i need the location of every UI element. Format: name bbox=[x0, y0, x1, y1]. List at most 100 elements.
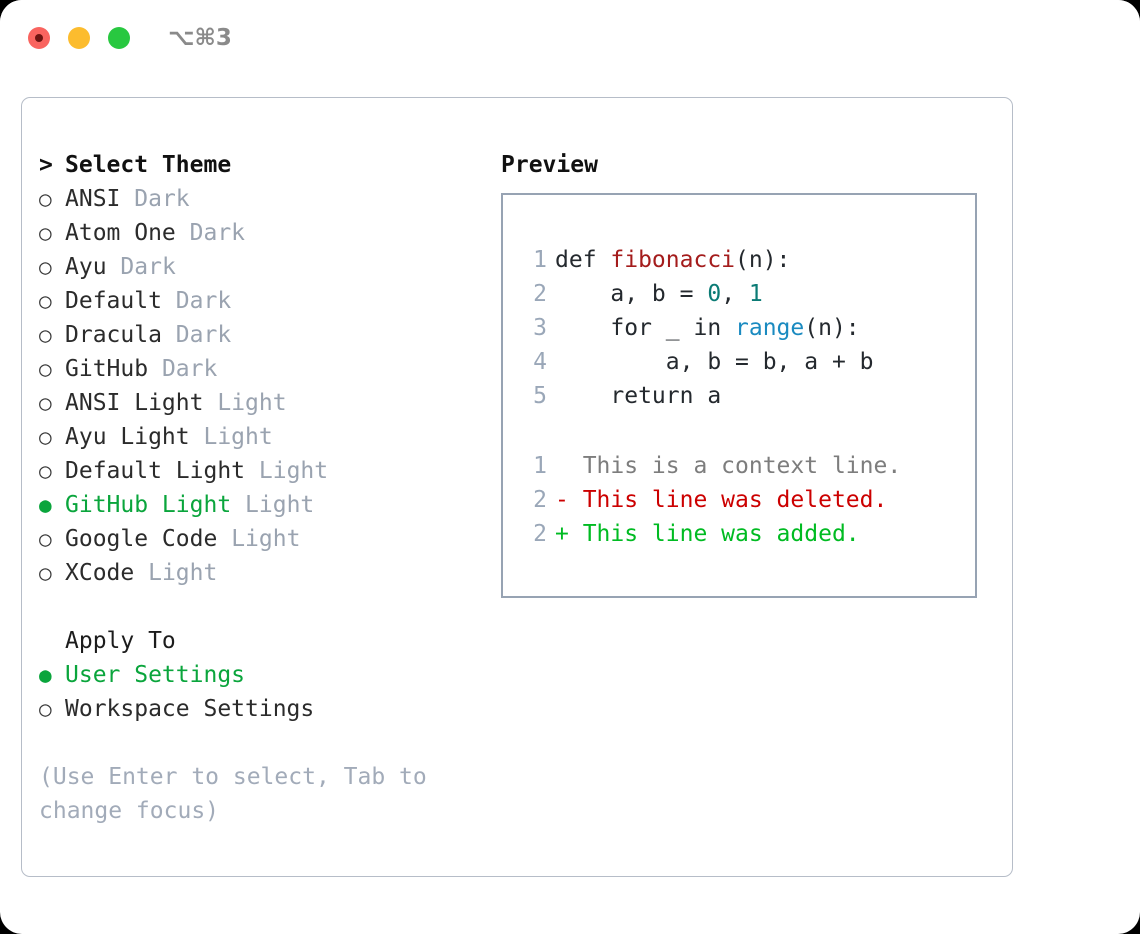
line-number: 5 bbox=[533, 383, 547, 409]
theme-item-default-light[interactable]: ○ Default Light Light bbox=[39, 454, 479, 488]
radio-icon[interactable]: ○ bbox=[39, 561, 52, 585]
theme-variant bbox=[162, 318, 176, 352]
theme-variant bbox=[148, 352, 162, 386]
traffic-light-buttons bbox=[28, 27, 130, 49]
theme-item-google-code[interactable]: ○ Google Code Light bbox=[39, 522, 479, 556]
theme-name: GitHub Light bbox=[65, 492, 232, 518]
theme-variant bbox=[120, 182, 134, 216]
radio-icon[interactable]: ○ bbox=[39, 357, 52, 381]
theme-item-dracula[interactable]: ○ Dracula Dark bbox=[39, 318, 479, 352]
theme-item-ansi-light[interactable]: ○ANSI Light Light bbox=[39, 386, 479, 420]
preview-heading: Preview bbox=[501, 152, 598, 178]
radio-icon[interactable]: ○ bbox=[39, 425, 52, 449]
title-bar: ⌥⌘3 bbox=[0, 0, 1140, 76]
theme-variant bbox=[190, 420, 204, 454]
diff-line-deleted: 2 - This line was deleted. bbox=[521, 483, 975, 517]
theme-item-ansi[interactable]: ○ ANSI Dark bbox=[39, 182, 479, 216]
diff-text: This is a context line. bbox=[555, 453, 902, 479]
code-token-number: 1 bbox=[748, 281, 763, 307]
theme-item-xcode[interactable]: ○ XCode Light bbox=[39, 556, 479, 590]
theme-variant-label: Dark bbox=[175, 288, 232, 314]
diff-spacer bbox=[521, 413, 975, 449]
radio-selected-icon[interactable]: ● bbox=[39, 493, 52, 517]
radio-icon[interactable]: ○ bbox=[39, 289, 52, 313]
section-spacer bbox=[39, 590, 479, 624]
theme-picker-pane: >Select Theme ○ANSI Dark ○Atom One Dark … bbox=[39, 148, 479, 828]
radio-icon[interactable]: ○ bbox=[39, 459, 52, 483]
theme-item-github[interactable]: ○ GitHub Dark bbox=[39, 352, 479, 386]
theme-name: Dracula bbox=[65, 322, 162, 348]
code-token: def bbox=[555, 247, 611, 273]
apply-to-workspace-settings[interactable]: ○Workspace Settings bbox=[39, 692, 479, 726]
radio-icon[interactable]: ○ bbox=[39, 187, 52, 211]
theme-item-github-light[interactable]: ● GitHub Light Light bbox=[39, 488, 479, 522]
radio-icon[interactable]: ○ bbox=[39, 697, 52, 721]
theme-name: Google Code bbox=[65, 526, 218, 552]
select-theme-heading: >Select Theme bbox=[39, 148, 479, 182]
theme-variant bbox=[162, 284, 176, 318]
line-number: 1 bbox=[533, 247, 547, 273]
code-line: 1 def fibonacci(n): bbox=[521, 243, 975, 277]
theme-variant-label: Dark bbox=[161, 356, 218, 382]
theme-item-default[interactable]: ○Default Dark bbox=[39, 284, 479, 318]
code-token: a, b = b, a + b bbox=[555, 349, 874, 375]
diff-text: + This line was added. bbox=[555, 521, 860, 547]
theme-name: ANSI bbox=[65, 186, 121, 212]
code-token: (n): bbox=[735, 247, 791, 273]
select-theme-title: Select Theme bbox=[65, 152, 232, 178]
diff-text: - This line was deleted. bbox=[555, 487, 888, 513]
theme-variant-label: Dark bbox=[134, 186, 190, 212]
radio-icon[interactable]: ○ bbox=[39, 255, 52, 279]
code-token: for _ in bbox=[555, 315, 736, 341]
code-line: 2 a, b = 0, 1 bbox=[521, 277, 975, 311]
theme-name: Ayu bbox=[65, 254, 107, 280]
theme-name: XCode bbox=[65, 560, 135, 586]
code-token: (n): bbox=[804, 315, 860, 341]
maximize-button-icon[interactable] bbox=[108, 27, 130, 49]
theme-variant-label: Dark bbox=[189, 220, 246, 246]
theme-item-ayu[interactable]: ○Ayu Dark bbox=[39, 250, 479, 284]
code-token-call: range bbox=[735, 315, 805, 341]
line-number: 2 bbox=[533, 281, 547, 307]
keyboard-shortcut-label: ⌥⌘3 bbox=[168, 25, 232, 51]
theme-variant bbox=[217, 522, 231, 556]
theme-variant-label: Light bbox=[217, 390, 287, 416]
theme-variant-label: Light bbox=[231, 526, 301, 552]
dialog-card: >Select Theme ○ANSI Dark ○Atom One Dark … bbox=[21, 97, 1013, 877]
theme-variant bbox=[107, 250, 121, 284]
theme-variant bbox=[231, 488, 245, 522]
apply-to-label: User Settings bbox=[65, 662, 246, 688]
line-number: 2 bbox=[533, 487, 547, 513]
theme-variant-label: Light bbox=[258, 458, 329, 484]
theme-variant-label: Light bbox=[245, 492, 315, 518]
theme-name: Default Light bbox=[65, 458, 246, 484]
apply-to-user-settings[interactable]: ● User Settings bbox=[39, 658, 479, 692]
theme-name: Ayu Light bbox=[65, 424, 190, 450]
code-token-number: 0 bbox=[707, 281, 722, 307]
apply-to-heading: Apply To bbox=[65, 628, 176, 654]
radio-selected-icon[interactable]: ● bbox=[39, 663, 52, 687]
line-number: 1 bbox=[533, 453, 547, 479]
close-button-icon[interactable] bbox=[28, 27, 50, 49]
line-number: 3 bbox=[533, 315, 547, 341]
minimize-button-icon[interactable] bbox=[68, 27, 90, 49]
diff-line-added: 2 + This line was added. bbox=[521, 517, 975, 551]
radio-icon[interactable]: ○ bbox=[39, 391, 52, 415]
theme-variant-label: Light bbox=[203, 424, 273, 450]
theme-item-atom-one[interactable]: ○Atom One Dark bbox=[39, 216, 479, 250]
code-token-function: fibonacci bbox=[610, 247, 736, 273]
code-line: 4 a, b = b, a + b bbox=[521, 345, 975, 379]
line-number: 2 bbox=[533, 521, 547, 547]
radio-icon[interactable]: ○ bbox=[39, 323, 52, 347]
radio-icon[interactable]: ○ bbox=[39, 221, 52, 245]
theme-variant-label: Dark bbox=[175, 322, 232, 348]
theme-variant bbox=[134, 556, 148, 590]
theme-name: GitHub bbox=[65, 356, 149, 382]
theme-item-ayu-light[interactable]: ○ Ayu Light Light bbox=[39, 420, 479, 454]
theme-variant-label: Light bbox=[148, 560, 218, 586]
code-line: 3 for _ in range(n): bbox=[521, 311, 975, 345]
radio-icon[interactable]: ○ bbox=[39, 527, 52, 551]
